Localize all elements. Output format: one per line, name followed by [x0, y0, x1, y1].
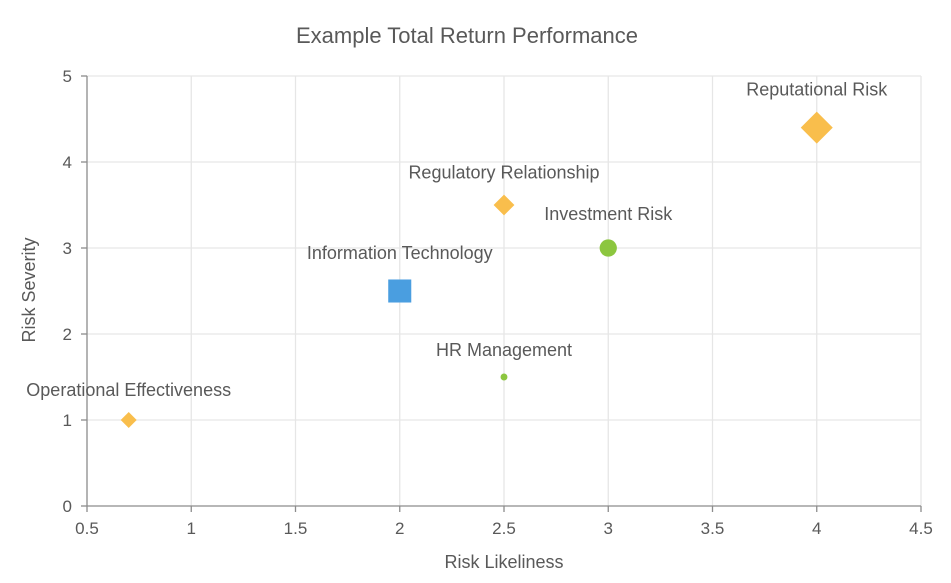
scatter-point[interactable]	[120, 412, 137, 428]
point-label: Operational Effectiveness	[26, 380, 231, 400]
y-axis-label: Risk Severity	[19, 237, 39, 342]
point-label: HR Management	[436, 340, 572, 360]
y-tick-label: 1	[63, 411, 72, 430]
point-label: Information Technology	[307, 243, 493, 263]
scatter-point[interactable]	[388, 279, 412, 303]
tick-layer: 0.5 1 1.5 2 2.5 3 3.5 4 4.5 0 1 2 3 4 5	[63, 67, 933, 538]
point-label: Reputational Risk	[746, 80, 888, 100]
x-axis-label: Risk Likeliness	[444, 552, 563, 572]
x-tick-label: 1	[187, 519, 196, 538]
x-tick-label: 0.5	[75, 519, 99, 538]
point-layer	[120, 111, 833, 428]
point-label: Investment Risk	[544, 204, 673, 224]
x-tick-label: 2.5	[492, 519, 516, 538]
x-tick-label: 4	[812, 519, 821, 538]
scatter-point[interactable]	[500, 373, 508, 381]
scatter-point[interactable]	[599, 239, 617, 257]
label-layer: Operational Effectiveness Information Tec…	[26, 80, 888, 400]
y-tick-label: 5	[63, 67, 72, 86]
scatter-point[interactable]	[493, 194, 515, 216]
x-tick-label: 4.5	[909, 519, 933, 538]
x-tick-label: 3	[604, 519, 613, 538]
x-tick-label: 2	[395, 519, 404, 538]
x-tick-label: 3.5	[701, 519, 725, 538]
y-tick-label: 3	[63, 239, 72, 258]
point-label: Regulatory Relationship	[408, 163, 599, 183]
y-tick-label: 2	[63, 325, 72, 344]
chart-title: Example Total Return Performance	[296, 23, 638, 48]
grid-layer	[87, 75, 922, 506]
y-tick-label: 4	[63, 153, 72, 172]
y-tick-label: 0	[63, 497, 72, 516]
scatter-point[interactable]	[800, 111, 833, 144]
x-tick-label: 1.5	[284, 519, 308, 538]
